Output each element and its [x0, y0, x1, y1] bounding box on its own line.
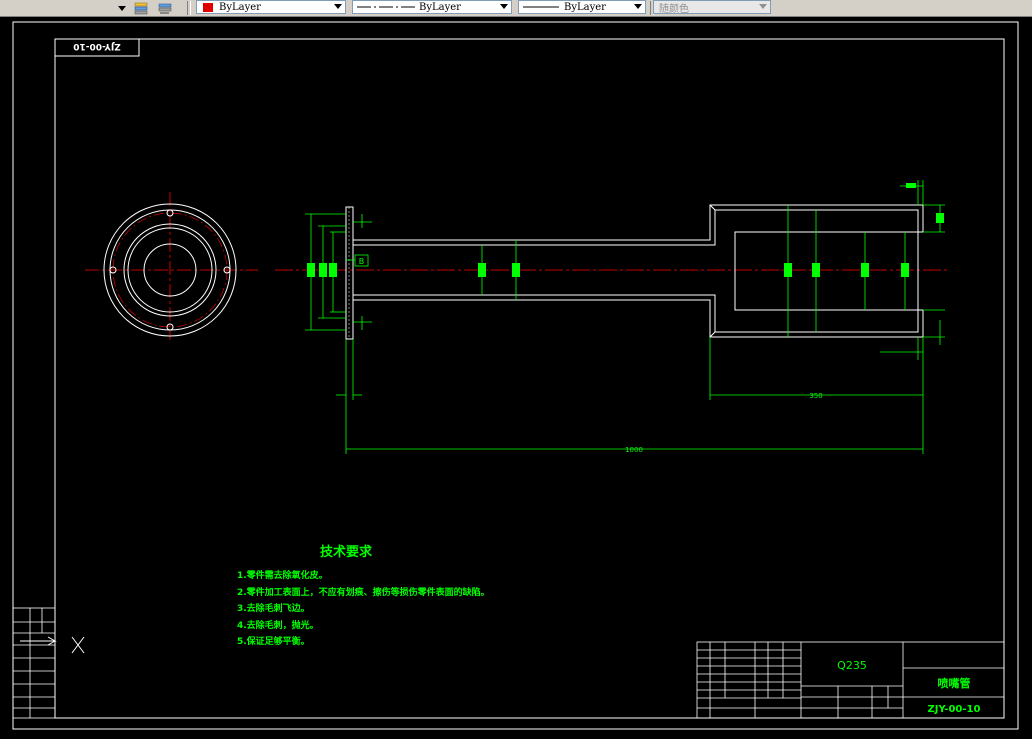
tech-item: 5.保证足够平衡。 — [237, 635, 310, 647]
margin-stamp-block — [12, 607, 56, 719]
tech-requirements: 技术要求 1.零件需去除氧化皮。 2.零件加工表面上，不应有划痕、擦伤等损伤零件… — [237, 544, 490, 647]
drawing-canvas[interactable]: ZJY-00-10 — [0, 17, 1032, 735]
layer-previous-icon[interactable] — [157, 0, 173, 16]
drawing-frame — [12, 21, 1019, 730]
dim-total-label: 1000 — [625, 446, 643, 454]
lineweight-preview-icon — [523, 6, 559, 8]
linetype-control-combo[interactable]: ByLayer — [352, 0, 512, 14]
properties-toolbar: ByLayer ByLayer ByLayer 随颜色 — [0, 0, 1032, 17]
datum-label: B — [359, 257, 365, 266]
upside-label-box: ZJY-00-10 — [54, 38, 140, 57]
dimensions: B 350 — [305, 180, 945, 454]
tech-title: 技术要求 — [320, 544, 373, 560]
layer-states-icon[interactable] — [134, 0, 150, 16]
lineweight-control-combo[interactable]: ByLayer — [518, 0, 646, 14]
color-swatch-icon — [203, 2, 213, 12]
drawing-no-label: ZJY-00-10 — [928, 704, 981, 715]
toolbar-separator — [187, 1, 191, 15]
color-control-label: ByLayer — [219, 1, 261, 13]
dropdown-arrow-icon — [500, 4, 508, 9]
tech-item: 3.去除毛刺飞边。 — [237, 602, 310, 614]
upside-label: ZJY-00-10 — [73, 41, 121, 51]
dropdown-arrow-icon — [634, 4, 642, 9]
part-name-label: 喷嘴管 — [938, 676, 971, 690]
material-label: Q235 — [837, 659, 867, 672]
ucs-icon — [20, 636, 85, 654]
plotstyle-control-label: 随颜色 — [659, 3, 689, 15]
title-block: Q235 喷嘴管 ZJY-00-10 — [696, 641, 1005, 719]
tech-item: 1.零件需去除氧化皮。 — [237, 569, 328, 581]
tech-item: 4.去除毛刺，抛光。 — [237, 619, 319, 631]
lineweight-control-label: ByLayer — [564, 1, 606, 13]
dim-section-label: 350 — [809, 392, 822, 400]
linetype-preview-icon — [357, 6, 417, 8]
side-view — [85, 192, 258, 340]
dropdown-arrow-icon — [334, 4, 342, 9]
dropdown-arrow-icon[interactable] — [118, 0, 126, 16]
dropdown-arrow-icon — [759, 4, 767, 9]
color-control-combo[interactable]: ByLayer — [196, 0, 346, 14]
linetype-control-label: ByLayer — [419, 1, 461, 13]
plotstyle-control-combo[interactable]: 随颜色 — [653, 0, 771, 15]
tech-item: 2.零件加工表面上，不应有划痕、擦伤等损伤零件表面的缺陷。 — [237, 586, 490, 598]
front-view — [275, 204, 950, 340]
